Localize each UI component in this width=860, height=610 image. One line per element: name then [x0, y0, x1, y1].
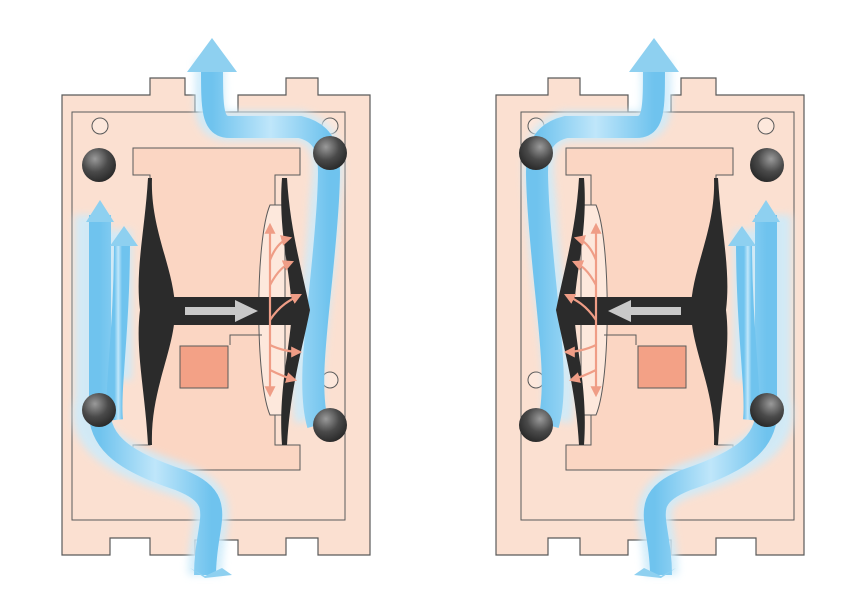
pump-panel-left [62, 38, 370, 578]
pump-panel-right [496, 38, 804, 578]
pump-body-right [496, 38, 804, 578]
pump-body-left [62, 38, 370, 578]
